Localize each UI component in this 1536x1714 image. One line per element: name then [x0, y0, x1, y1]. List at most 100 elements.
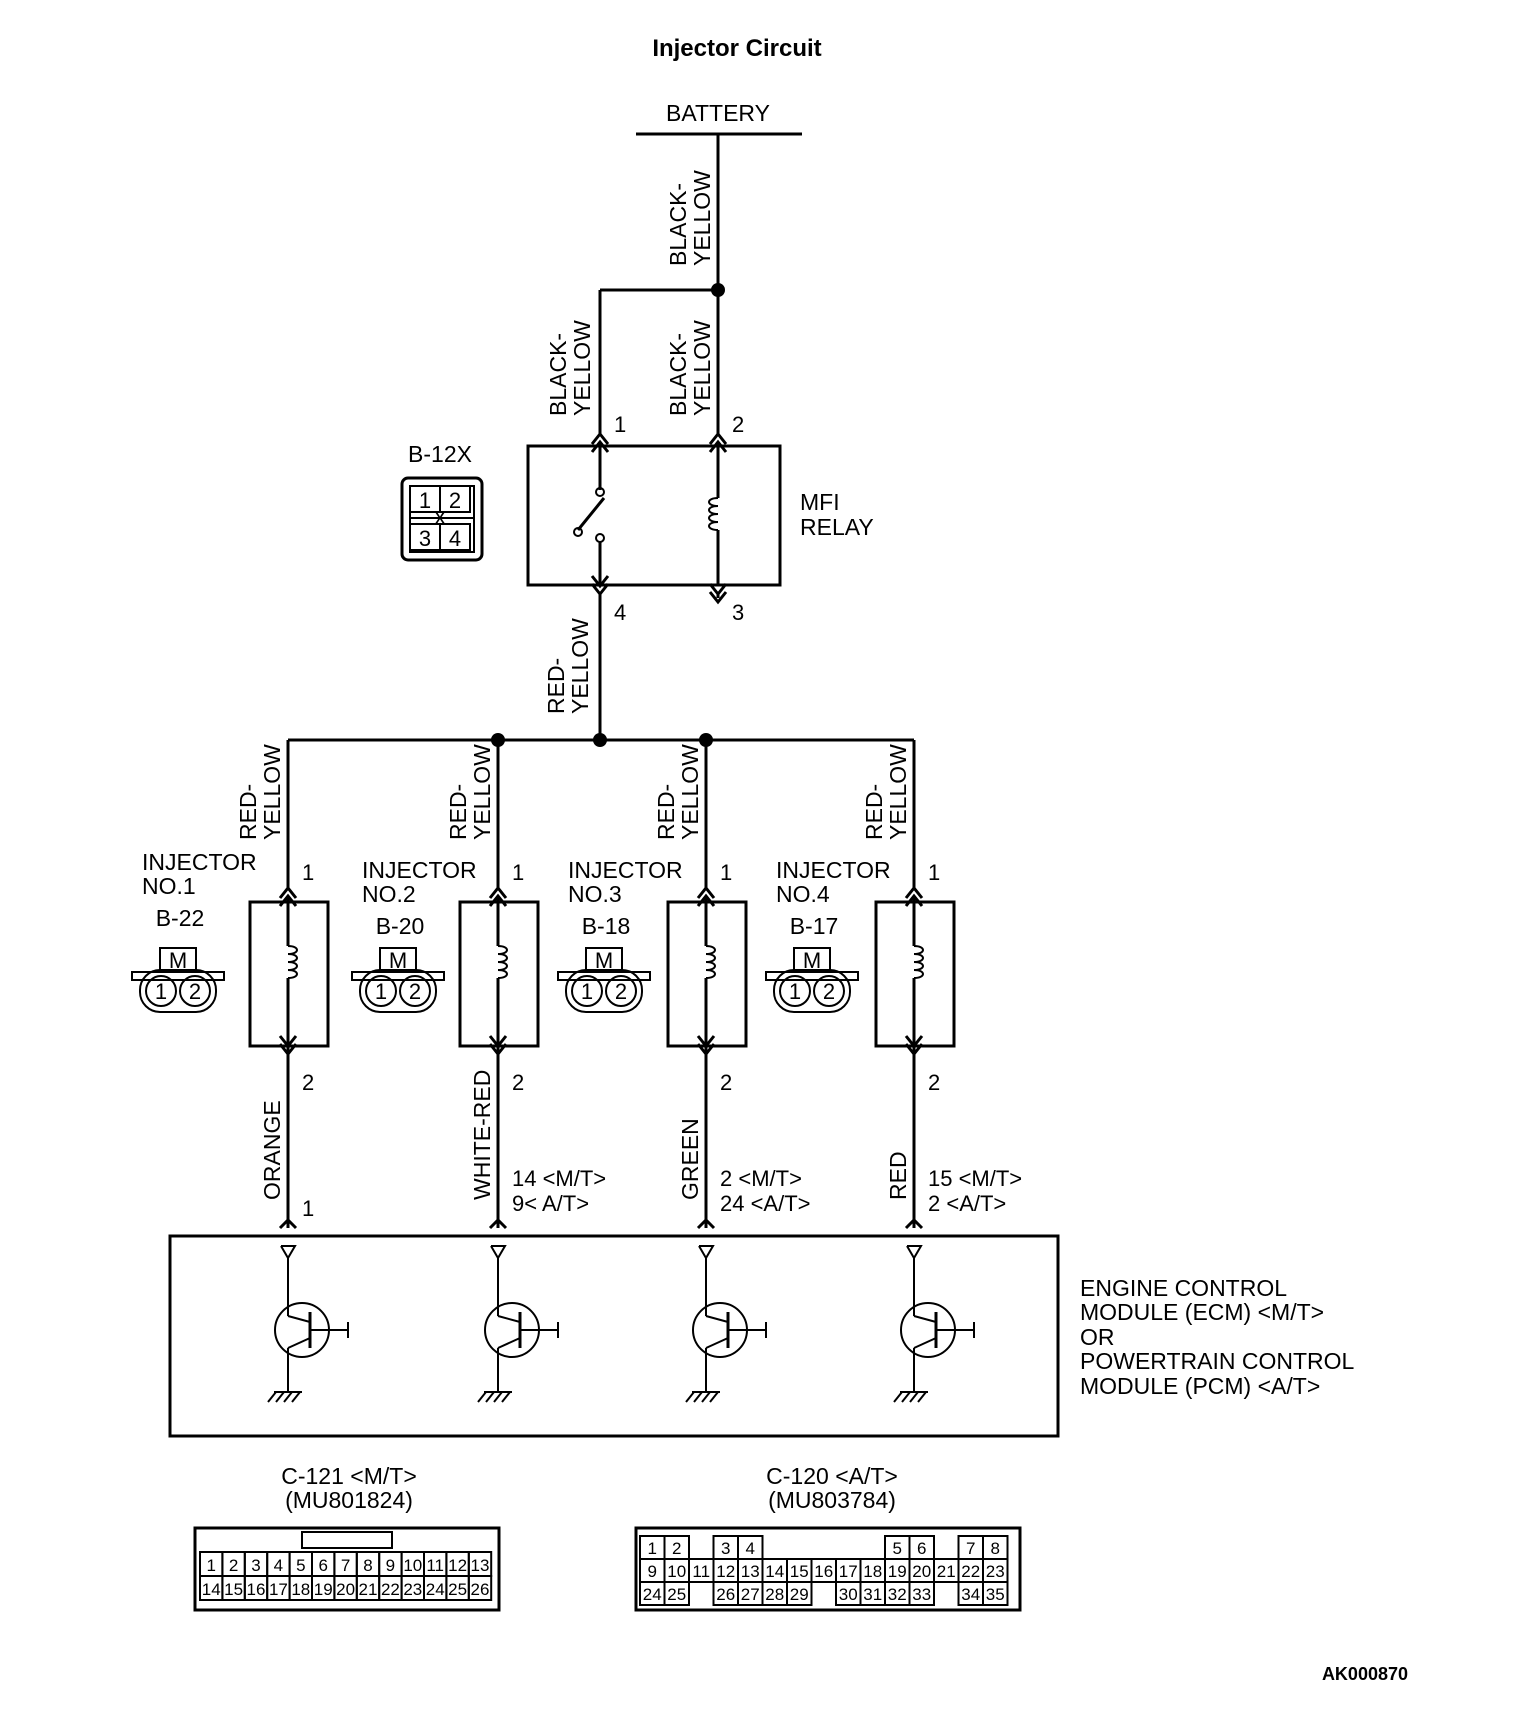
connector-pin-number: 15 — [224, 1580, 243, 1599]
battery-label: BATTERY — [666, 100, 770, 126]
connector-pin-number: 12 — [716, 1562, 735, 1581]
connector-pin-number: 26 — [716, 1585, 735, 1604]
connector-pin-number: 6 — [318, 1556, 327, 1575]
connector-pin-number: 3 — [721, 1539, 730, 1558]
connector-pin-number: 20 — [336, 1580, 355, 1599]
connector-pin-number: 25 — [448, 1580, 467, 1599]
ecm-pin-label: 24 <A/T> — [720, 1191, 811, 1216]
connector-pin-number: 24 — [643, 1585, 662, 1604]
svg-text:2: 2 — [823, 979, 835, 1004]
svg-text:1: 1 — [155, 979, 167, 1004]
injector-feed-wire-label-b: YELLOW — [469, 744, 495, 840]
connector-pin-number: 12 — [448, 1556, 467, 1575]
injector-feed-wire-label-b: YELLOW — [885, 744, 911, 840]
connector-pin-number: 5 — [893, 1539, 902, 1558]
connector-pin-number: 24 — [426, 1580, 445, 1599]
injector-pin-top: 1 — [928, 860, 940, 885]
injector-pin-bottom: 2 — [302, 1070, 314, 1095]
injector-coil-icon — [287, 945, 298, 979]
relay-pin-1: 1 — [614, 412, 626, 437]
connector-pin-number: 2 — [229, 1556, 238, 1575]
connector-pin-number: 34 — [961, 1585, 980, 1604]
connector-pin-number: 19 — [314, 1580, 333, 1599]
injector-connector-code: B-17 — [790, 913, 839, 939]
connector-pin-number: 23 — [986, 1562, 1005, 1581]
injector-connector-code: B-18 — [582, 913, 631, 939]
wire-label-black-1: BLACK- — [665, 183, 691, 266]
connector-pin-number: 13 — [471, 1556, 490, 1575]
relay-coil-icon — [708, 497, 719, 531]
connector-pin-number: 10 — [403, 1556, 422, 1575]
injector-pin-bottom: 2 — [928, 1070, 940, 1095]
ecm-label-3: OR — [1080, 1324, 1115, 1350]
relay-pin-2: 2 — [732, 412, 744, 437]
connector-cell — [786, 1581, 813, 1606]
connector-b12x: B-12X 1 2 3 4 x — [400, 441, 484, 562]
ecm-label-4: POWERTRAIN CONTROL — [1080, 1348, 1355, 1374]
injector-output-wire-label: GREEN — [677, 1118, 703, 1200]
connector-pin-number: 35 — [986, 1585, 1005, 1604]
connector-pin-number: 23 — [403, 1580, 422, 1599]
figure-code: AK000870 — [1322, 1664, 1408, 1684]
wire-label-yellow-relay: YELLOW — [567, 618, 593, 714]
injector-name-1: INJECTOR — [776, 857, 891, 883]
svg-text:1: 1 — [789, 979, 801, 1004]
connector-pin-number: 21 — [359, 1580, 378, 1599]
wire-label-black-2: BLACK- — [545, 333, 571, 416]
connector-pin-number: 11 — [692, 1562, 710, 1581]
battery: BATTERY — [636, 100, 802, 136]
injector-feed-wire-label-b: YELLOW — [259, 744, 285, 840]
connector-pin-number: 4 — [746, 1539, 755, 1558]
injector-name-1: INJECTOR — [568, 857, 683, 883]
injector-feed-wire-label-a: RED- — [235, 784, 261, 840]
ecm-pin-label: 15 <M/T> — [928, 1166, 1022, 1191]
injector-name-1: INJECTOR — [142, 849, 257, 875]
connector-pin-number: 25 — [667, 1585, 686, 1604]
connector-pin-number: 28 — [765, 1585, 784, 1604]
splice-dot-battery — [711, 283, 725, 297]
connector-pin-number: 3 — [251, 1556, 260, 1575]
ecm-pin-label: 2 <M/T> — [720, 1166, 802, 1191]
connector-pin-number: 5 — [296, 1556, 305, 1575]
b12x-pin-2: 2 — [449, 488, 461, 513]
wire-label-yellow-1: YELLOW — [689, 170, 715, 266]
svg-text:M: M — [169, 948, 187, 973]
connector-pin-number: 16 — [814, 1562, 833, 1581]
connector-pin-number: 13 — [741, 1562, 760, 1581]
connector-pin-number: 22 — [381, 1580, 400, 1599]
connector-pin-number: 18 — [291, 1580, 310, 1599]
connector-cell — [908, 1581, 935, 1606]
injector-name-1: INJECTOR — [362, 857, 477, 883]
connector-b12x-label: B-12X — [408, 441, 472, 467]
connector-pin-number: 2 — [672, 1539, 681, 1558]
c120-label-1: C-120 <A/T> — [766, 1463, 898, 1489]
svg-text:1: 1 — [581, 979, 593, 1004]
connector-pin-number: 31 — [863, 1585, 882, 1604]
svg-text:2: 2 — [409, 979, 421, 1004]
injector-pin-top: 1 — [512, 860, 524, 885]
injector-name-2: NO.2 — [362, 881, 416, 907]
connector-pin-number: 10 — [667, 1562, 686, 1581]
injector-pin-top: 1 — [720, 860, 732, 885]
connector-pin-number: 11 — [426, 1556, 444, 1575]
ecm-label-2: MODULE (ECM) <M/T> — [1080, 1299, 1324, 1325]
injector-feed-wire-label-b: YELLOW — [677, 744, 703, 840]
relay-pin-3: 3 — [732, 600, 744, 625]
b12x-pin-3: 3 — [419, 526, 431, 551]
injector-coil-icon — [497, 945, 508, 979]
svg-text:M: M — [595, 948, 613, 973]
injector-connector-code: B-20 — [376, 913, 425, 939]
connector-pin-number: 1 — [206, 1556, 215, 1575]
c120-label-2: (MU803784) — [768, 1487, 896, 1513]
injector-name-2: NO.1 — [142, 873, 196, 899]
connector-pin-number: 7 — [966, 1539, 975, 1558]
connector-pin-number: 1 — [648, 1539, 657, 1558]
